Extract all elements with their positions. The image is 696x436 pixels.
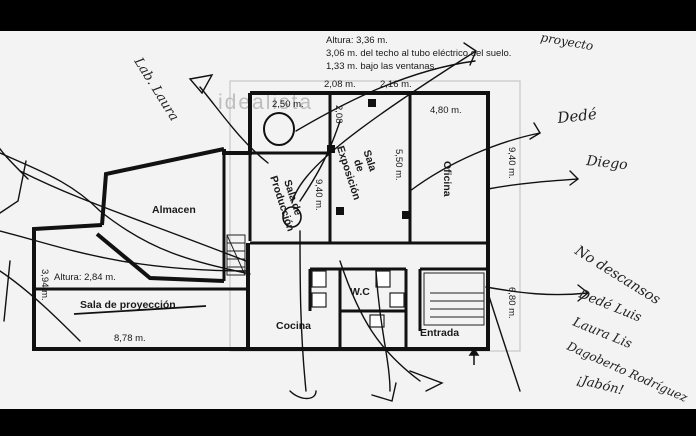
staircase (226, 234, 485, 326)
hand-diego: Diego (585, 153, 629, 173)
dim-8-78: 8,78 m. (114, 333, 146, 344)
handdrawn-circle (263, 112, 295, 146)
room-sala-proyeccion: Sala de proyección (80, 299, 176, 311)
dim-2-08-side: 2,08 (333, 105, 344, 124)
note-line-1: Altura: 3,36 m. (326, 35, 388, 46)
room-sala-exposicion-2: de (351, 158, 366, 174)
room-entrada: Entrada (420, 327, 459, 339)
note-line-2: 3,06 m. del techo al tubo eléctrico del … (326, 48, 511, 59)
hand-jabon: ¡Jabón! (575, 372, 625, 398)
dim-6-80: 6,80 m. (506, 287, 517, 319)
room-cocina: Cocina (276, 320, 311, 332)
room-almacen: Almacen (152, 204, 196, 216)
dim-2-16: 2,16 m. (380, 79, 412, 90)
floor-plan-diagram: idealista (0, 31, 690, 405)
dim-4-80: 4,80 m. (430, 105, 462, 116)
dim-5-50: 5,50 m. (393, 149, 404, 181)
hand-proyecto: proyecto (539, 31, 594, 53)
handwritten-arrows (0, 42, 589, 402)
floor-plan-sheet: idealista (0, 31, 696, 409)
entrance-arrow (468, 347, 480, 365)
hand-dede: Dedé (556, 105, 598, 127)
dim-2-50: 2,50 m. (272, 99, 304, 110)
note-line-3: 1,33 m. bajo las ventanas. (326, 61, 437, 72)
dim-9-40-right: 9,40 m. (506, 147, 517, 179)
dimensions: 2,08 m. 2,16 m. 2,50 m. 2,08 4,80 m. 5,5… (39, 79, 517, 344)
room-oficina: Oficina (441, 161, 453, 197)
structural-columns (327, 99, 410, 219)
top-note: Altura: 3,36 m. 3,06 m. del techo al tub… (326, 35, 511, 72)
dim-9-40-mid: 9,40 m. (313, 179, 324, 211)
room-wc: W.C (350, 286, 370, 298)
strike-line (73, 305, 207, 315)
watermark: idealista (218, 91, 313, 114)
dim-3-94: 3,94 m. (39, 269, 50, 301)
room-sala-exposicion-3: Exposición (334, 145, 363, 202)
altura-proyeccion: Altura: 2,84 m. (54, 272, 116, 283)
wc-fixtures (311, 270, 405, 328)
hand-lab-laura: Lab. Laura (130, 54, 181, 124)
dim-2-08-top: 2,08 m. (324, 79, 356, 90)
handdrawn-circle-small (282, 206, 302, 228)
